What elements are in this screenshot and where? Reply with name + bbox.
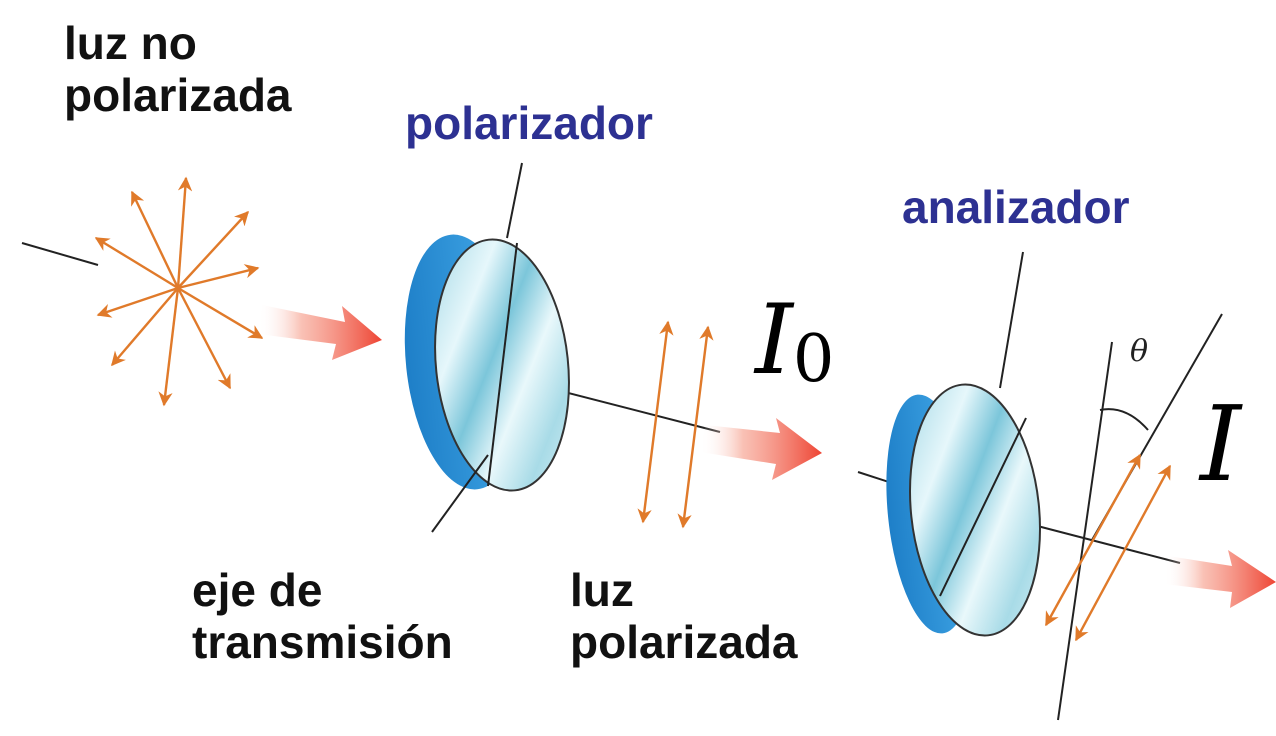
unpolarized-label-line2: polarizada [64, 68, 292, 121]
transmitted-light-arrows [1044, 453, 1172, 642]
polarized-label-line1: luz [570, 564, 634, 616]
initial-intensity-base: I [755, 284, 793, 396]
axis-label-line2: transmisión [192, 615, 453, 668]
light-beam-2 [700, 418, 822, 480]
unpolarized-light-arrows [94, 176, 264, 407]
analyzer-label: analizador [902, 181, 1130, 233]
unpolarized-light-label: luz no polarizada [64, 17, 292, 122]
analyzer-disc [886, 251, 1041, 637]
final-intensity-symbol: I [1200, 383, 1242, 505]
initial-intensity-subscript: 0 [792, 320, 835, 397]
polarizer-label: polarizador [405, 97, 653, 149]
polarizer-disc [404, 162, 570, 533]
polarized-light-label: luz polarizada [570, 564, 798, 669]
light-beam-1 [258, 305, 382, 360]
angle-construction [1057, 313, 1223, 721]
initial-intensity-symbol: I0 [755, 292, 834, 392]
transmission-axis-label: eje de transmisión [192, 564, 453, 669]
angle-theta-label: θ [1130, 334, 1149, 369]
light-beam-3 [1164, 550, 1276, 608]
axis-label-line1: eje de [192, 564, 323, 616]
polarized-light-arrows [637, 320, 714, 529]
polarized-label-line2: polarizada [570, 615, 798, 668]
unpolarized-label-line1: luz no [64, 17, 197, 69]
